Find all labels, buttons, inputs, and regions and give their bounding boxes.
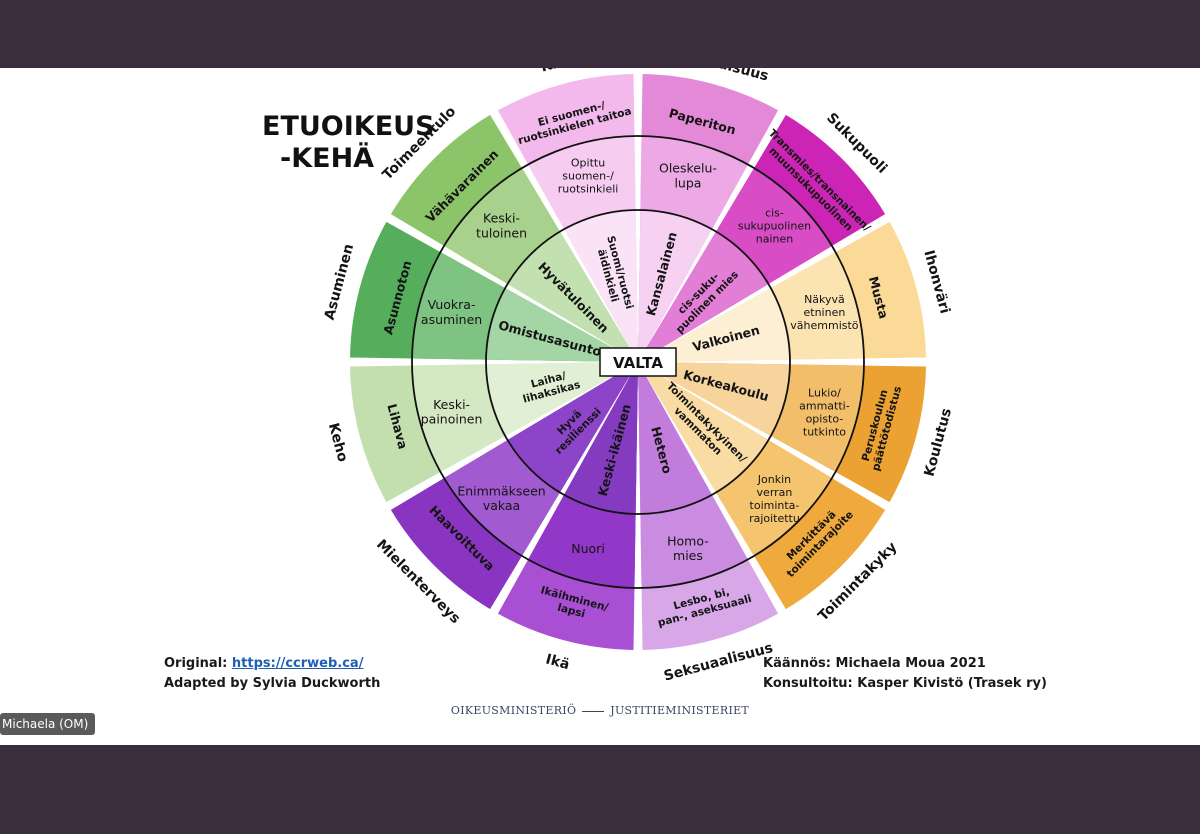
ring-inner-kieli (564, 210, 638, 362)
ring-inner-asuminen (486, 288, 638, 362)
original-credit: Original: https://ccrweb.ca/ (164, 654, 380, 674)
category-label-keho: Keho (325, 421, 351, 464)
segment-asuminen (350, 221, 638, 362)
category-label-ika: Ikä (544, 651, 571, 673)
ministry-logo: OIKEUSMINISTERIÖ JUSTITIEMINISTERIET (0, 704, 1200, 717)
ring-line-inner (485, 209, 791, 515)
ring-inner-mielenterveys (507, 362, 638, 493)
ministry-name-sv: JUSTITIEMINISTERIET (610, 704, 750, 717)
privilege-wheel: PaperitonOleskelu-lupaKansalainenKansala… (322, 68, 956, 685)
ring-line-middle (411, 135, 865, 589)
segment-keho (350, 362, 638, 503)
segment-ihonvari (638, 221, 926, 362)
segment-toimeentulo (390, 114, 638, 362)
middle-label-asuminen: Vuokra-asuminen (421, 297, 482, 327)
segment-kieli (497, 74, 638, 363)
ring-inner-seksuaalisuus (638, 362, 712, 514)
ring-inner-kansalaisuus (638, 210, 712, 362)
ministry-divider (582, 710, 605, 712)
participant-name-tag: Michaela (OM) (0, 713, 96, 735)
ring-inner-sukupuoli (638, 231, 769, 362)
middle-label-koulutus: Lukio/ammatti-opisto-tutkinto (799, 386, 850, 438)
center-box (599, 347, 677, 377)
category-label-asuminen: Asuminen (322, 242, 358, 321)
segment-ika (497, 362, 638, 650)
middle-label-toimeentulo: Keski-tuloinen (476, 211, 527, 241)
original-label: Original: (164, 656, 228, 671)
segment-sukupuoli (638, 114, 886, 362)
ring-inner-keho (486, 362, 638, 436)
ring-inner-toimeentulo (507, 231, 638, 362)
middle-label-seksuaalisuus: Homo-mies (667, 533, 709, 563)
diagram-title: ETUOIKEUS -KEHÄ (262, 111, 435, 175)
middle-label-kansalaisuus: Oleskelu-lupa (659, 161, 717, 191)
title-line-1: ETUOIKEUS (262, 111, 435, 142)
category-label-kieli: Kieli (539, 68, 577, 76)
credits-left: Original: https://ccrweb.ca/ Adapted by … (164, 654, 380, 694)
category-label-koulutus: Koulutus (922, 407, 956, 479)
category-label-ihonvari: Ihonväri (920, 249, 952, 316)
center-label: VALTA (613, 354, 663, 372)
ring-inner-ika (564, 362, 638, 514)
ring-inner-toimintakyky (638, 362, 769, 493)
middle-label-keho: Keski-painoinen (421, 397, 483, 427)
ministry-name-fi: OIKEUSMINISTERIÖ (450, 704, 577, 717)
segment-mielenterveys (390, 362, 638, 610)
original-link[interactable]: https://ccrweb.ca/ (231, 656, 364, 671)
ring-inner-ihonvari (638, 288, 790, 362)
translation-credit: Käännös: Michaela Moua 2021 (763, 656, 986, 671)
segment-seksuaalisuus (638, 362, 779, 650)
segment-kansalaisuus (638, 74, 779, 363)
segment-koulutus (638, 362, 926, 503)
consulted-credit: Konsultoitu: Kasper Kivistö (Trasek ry) (763, 676, 1047, 691)
middle-label-ika: Nuori (571, 541, 605, 556)
adapted-credit: Adapted by Sylvia Duckworth (164, 676, 381, 691)
segment-toimintakyky (638, 362, 886, 610)
title-line-2: -KEHÄ (280, 143, 375, 174)
ring-inner-koulutus (638, 362, 790, 436)
credits-right: Käännös: Michaela Moua 2021 Konsultoitu:… (763, 654, 1047, 694)
